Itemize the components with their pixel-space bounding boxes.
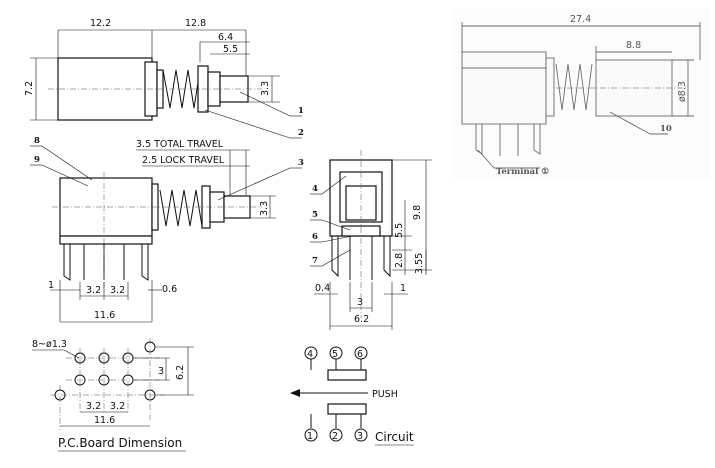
callout-6: 6 [312,232,318,242]
callout-8: 8 [34,136,40,146]
pcb-dimension-view: 8~ø1.3 6.2 3 3.2 [32,338,194,452]
callout-3-side: 3 [298,158,304,168]
dim-11-6-pcb: 11.6 [94,415,115,426]
photo-dim-27-4: 27.4 [570,14,591,25]
callout-9-side: 9 [34,155,40,165]
terminal-label: Terminal ① [496,167,549,177]
dim-7-2: 7.2 [24,81,35,96]
pcb-holes [54,341,156,401]
top-view: 12.2 12.8 6.4 5.5 7.2 3.3 1 2 [24,18,304,139]
dim-2-8: 2.8 [394,253,405,268]
dim-3-front: 3 [357,297,363,308]
callout-4: 4 [312,184,318,194]
callout-5: 5 [312,210,318,220]
dim-1-side: 1 [48,280,54,291]
lock-travel-label: 2.5 LOCK TRAVEL [142,155,225,166]
dim-3-pcb: 3 [158,366,164,377]
dim-6-2-pcb: 6.2 [175,365,186,380]
circuit-pin-1: 1 [307,431,313,442]
dim-3-3-side: 3.3 [259,201,270,216]
pitch-3-2-a: 3.2 [86,285,101,296]
dim-11-6-side: 11.6 [94,310,115,321]
dim-0-6: 0.6 [162,284,177,295]
pcb-title: P.C.Board Dimension [58,436,182,450]
dim-0-4: 0.4 [315,283,330,294]
circuit-pin-5: 5 [332,349,338,360]
callout-7: 7 [312,256,318,266]
push-label: PUSH [372,389,398,400]
photo-callout-10: 10 [660,124,672,134]
dim-9-8: 9.8 [412,205,423,220]
front-view: 9.8 5.5 2.8 3.55 0.4 3 1 6.2 4 5 6 7 [310,150,432,330]
circuit-view: 4 5 6 PUSH 1 2 3 Circuit [290,346,414,446]
photo-dim-8-8: 8.8 [626,40,641,51]
callout-2: 2 [298,128,304,138]
dim-3-3-top: 3.3 [260,81,271,96]
dim-1-front: 1 [400,283,406,294]
photo-dim-diameter: ø8.3 [677,81,688,102]
dim-12-2: 12.2 [90,18,111,29]
dim-3-55: 3.55 [414,253,425,274]
photo-view: 27.4 8.8 ø8.3 10 Terminal ① [452,8,710,180]
circuit-title: Circuit [375,430,414,444]
dim-12-8: 12.8 [185,18,206,29]
callout-1: 1 [298,106,304,116]
side-view: 3.5 TOTAL TRAVEL 2.5 LOCK TRAVEL 3.3 1 [30,136,304,323]
dim-6-2-front: 6.2 [354,314,369,325]
pitch-3-2-b: 3.2 [110,285,125,296]
total-travel-label: 3.5 TOTAL TRAVEL [136,139,224,150]
dim-5-5: 5.5 [223,44,238,55]
circuit-pin-2: 2 [332,431,338,442]
circuit-pin-3: 3 [357,431,363,442]
pitch-3-2-pcb-b: 3.2 [110,401,125,412]
pitch-3-2-pcb-a: 3.2 [86,401,101,412]
circuit-pin-6: 6 [357,349,363,360]
circuit-pin-4: 4 [307,349,313,360]
dim-5-5-front: 5.5 [394,223,405,238]
holes-label: 8~ø1.3 [32,339,67,350]
dim-6-4: 6.4 [218,32,233,43]
